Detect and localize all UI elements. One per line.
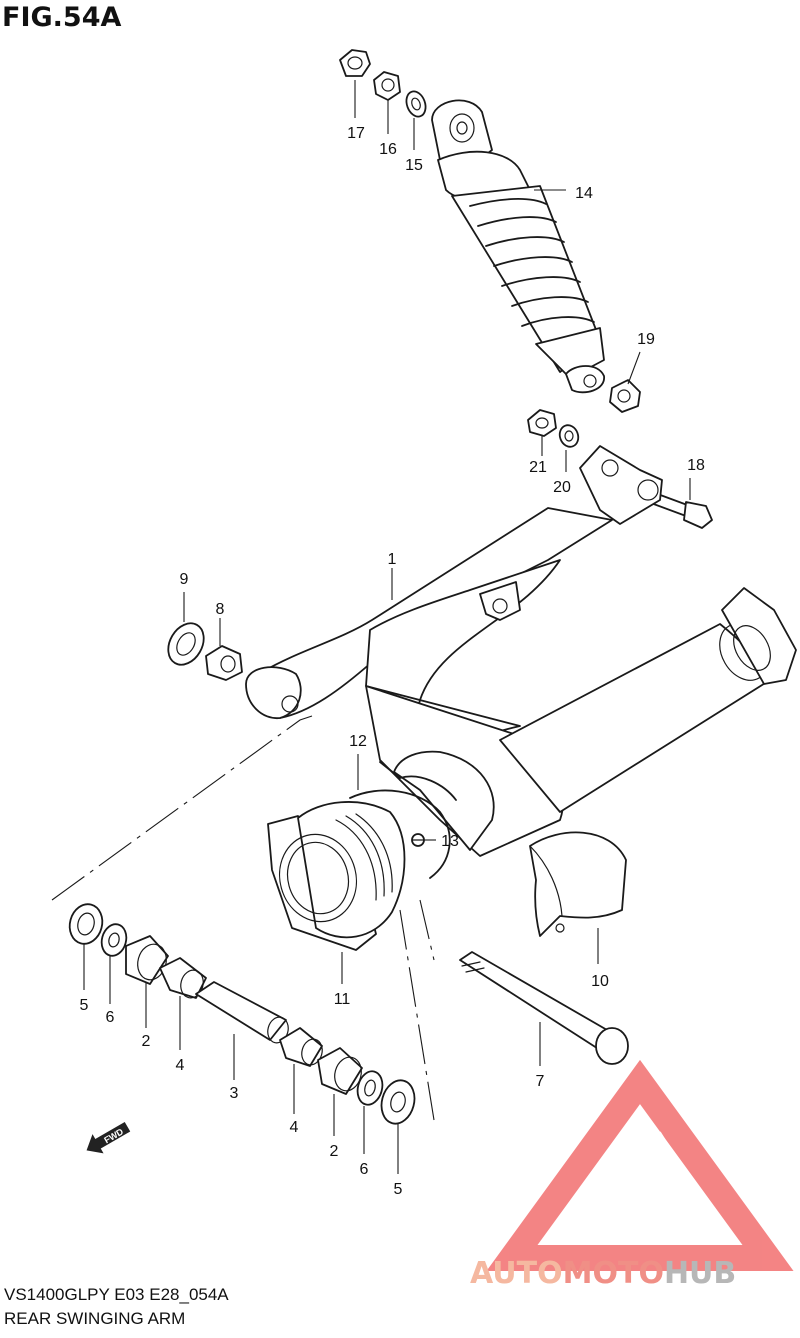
callout-15: 15 [405, 157, 423, 174]
alignment-line-left [51, 715, 313, 901]
callout-11: 11 [334, 991, 351, 1008]
seal-9 [167, 622, 205, 666]
callout-5-right: 5 [394, 1181, 403, 1198]
nut-8 [205, 645, 243, 681]
clamp-12 [349, 761, 457, 879]
alignment-line-shaft [419, 899, 435, 961]
watermark-text: AUTOMOTOHUB [470, 1256, 736, 1291]
callout-9: 9 [180, 571, 189, 588]
bearing-2-right [317, 1047, 363, 1095]
spacer-3 [195, 981, 289, 1044]
collar-19 [609, 379, 641, 413]
callout-6-right: 6 [360, 1161, 369, 1178]
swinging-arm-1 [245, 445, 797, 857]
callout-4-right: 4 [290, 1119, 299, 1136]
callout-4-left: 4 [176, 1057, 185, 1074]
callout-3: 3 [230, 1085, 239, 1102]
callout-1: 1 [388, 551, 397, 568]
collar-4-right [279, 1027, 323, 1067]
screw-13 [411, 833, 425, 847]
cover-10 [529, 831, 627, 937]
washer-15 [405, 90, 427, 118]
callout-16: 16 [379, 141, 397, 158]
nut-17 [339, 49, 371, 77]
watermark-hub: HUB [663, 1256, 737, 1291]
alignment-line-right [399, 909, 435, 1121]
pivot-shaft-7 [459, 951, 629, 1065]
bearing-2-left [125, 935, 169, 985]
figure-code: VS1400GLPY E03 E28_054A [4, 1285, 229, 1304]
watermark-moto: MOTO [562, 1256, 664, 1291]
callout-2-right: 2 [330, 1143, 339, 1160]
boot-11 [267, 801, 406, 951]
fwd-arrow-icon: FWD [86, 1121, 131, 1154]
callout-12: 12 [349, 733, 367, 750]
washer-20 [558, 424, 580, 448]
callout-6-left: 6 [106, 1009, 115, 1026]
nut-21 [527, 409, 557, 437]
washer-6-right [356, 1070, 384, 1106]
callout-5-left: 5 [80, 997, 89, 1014]
callout-10: 10 [591, 973, 609, 990]
callout-13: 13 [441, 833, 459, 850]
figure-title: FIG.54A [2, 2, 122, 33]
callout-21: 21 [529, 459, 547, 476]
shock-absorber-14 [431, 99, 605, 394]
bush-16 [373, 71, 401, 101]
callout-7: 7 [536, 1073, 545, 1090]
callout-19: 19 [637, 331, 655, 348]
leader-lines [83, 80, 691, 1174]
callout-20: 20 [553, 479, 571, 496]
seal-5-left [68, 903, 104, 945]
callout-18: 18 [687, 457, 705, 474]
callout-2-left: 2 [142, 1033, 151, 1050]
seal-5-right [380, 1079, 416, 1125]
figure-name: REAR SWINGING ARM [4, 1309, 186, 1328]
callout-14: 14 [575, 185, 593, 202]
collar-4-left [159, 957, 207, 999]
callout-8: 8 [216, 601, 225, 618]
watermark-triangle-logo [486, 1059, 794, 1271]
watermark-auto: AUTO [470, 1256, 563, 1291]
callout-17: 17 [347, 125, 365, 142]
washer-6-left [100, 923, 128, 957]
